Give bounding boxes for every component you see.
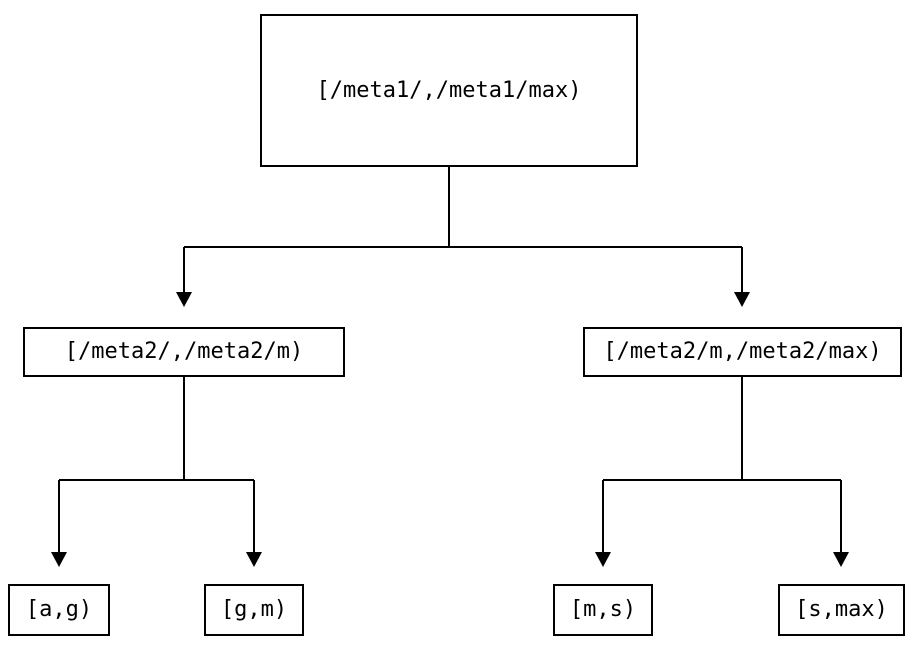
node-leaf-ag: [a,g) <box>8 584 110 636</box>
node-root: [/meta1/,/meta1/max) <box>260 14 638 167</box>
arrowhead-to-leaf-smax <box>833 552 849 567</box>
node-level2-right: [/meta2/m,/meta2/max) <box>583 327 902 377</box>
node-leaf-smax-label: [s,max) <box>795 597 888 622</box>
node-leaf-ms-label: [m,s) <box>569 597 637 622</box>
node-leaf-gm: [g,m) <box>204 584 304 636</box>
node-root-label: [/meta1/,/meta1/max) <box>316 77 582 103</box>
node-leaf-gm-label: [g,m) <box>220 597 288 622</box>
edge-root-to-level2 <box>176 167 750 307</box>
arrowhead-to-l2-right <box>734 292 750 307</box>
node-level2-left-label: [/meta2/,/meta2/m) <box>64 339 304 364</box>
node-leaf-ms: [m,s) <box>553 584 653 636</box>
node-level2-right-label: [/meta2/m,/meta2/max) <box>603 339 882 364</box>
arrowhead-to-leaf-ms <box>595 552 611 567</box>
arrowhead-to-l2-left <box>176 292 192 307</box>
node-level2-left: [/meta2/,/meta2/m) <box>23 327 345 377</box>
arrowhead-to-leaf-ag <box>51 552 67 567</box>
edge-l2-left-to-leaves <box>51 377 262 567</box>
arrowhead-to-leaf-gm <box>246 552 262 567</box>
node-leaf-ag-label: [a,g) <box>25 597 93 622</box>
edge-l2-right-to-leaves <box>595 377 849 567</box>
node-leaf-smax: [s,max) <box>778 584 905 636</box>
